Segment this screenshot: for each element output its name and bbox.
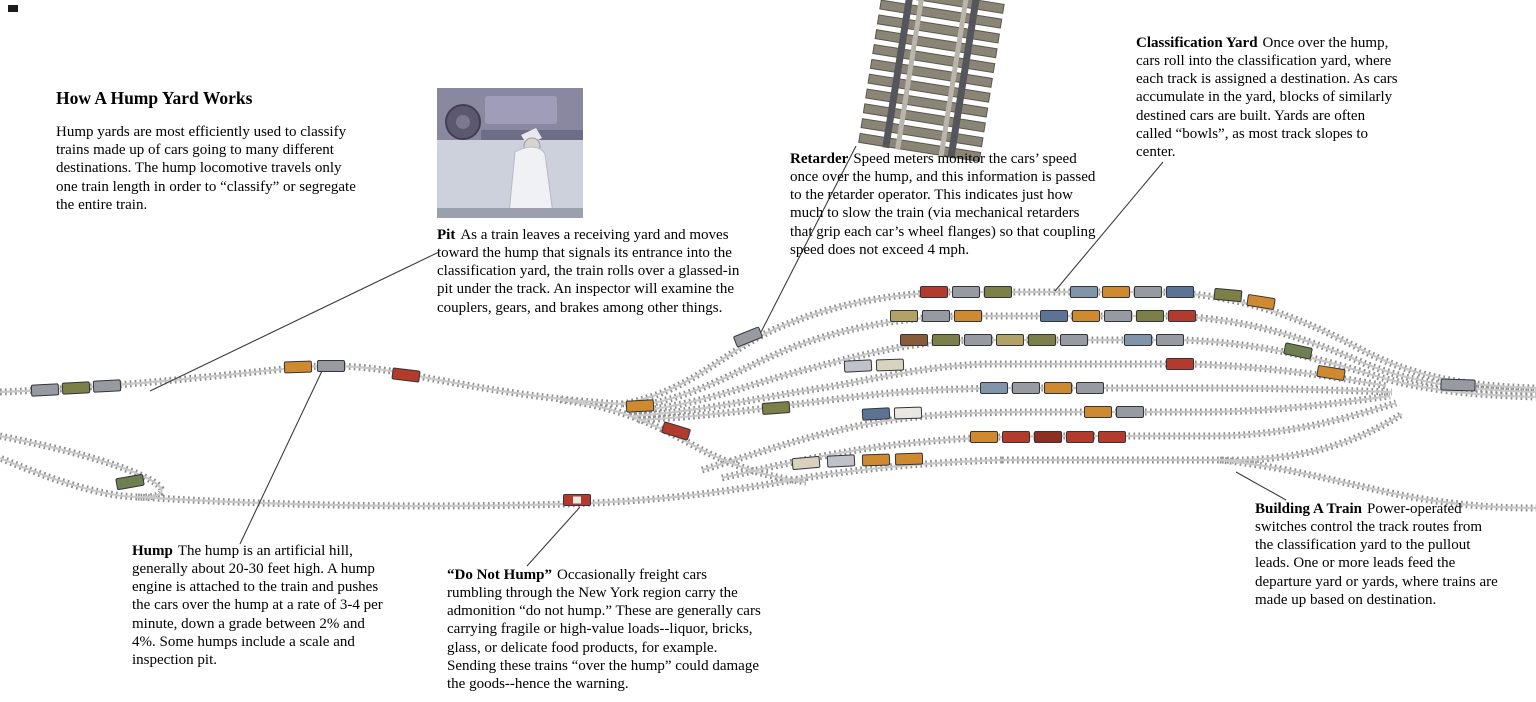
page-title: How A Hump Yard Works <box>56 88 253 108</box>
building-a-train-callout-text: Power-operated switches control the trac… <box>1255 501 1498 608</box>
train-car <box>61 381 91 395</box>
train-car <box>661 421 691 441</box>
train-car <box>1440 378 1476 392</box>
callout-leader-line <box>1235 471 1287 501</box>
train-car <box>1028 334 1056 346</box>
train-car <box>843 359 873 373</box>
train-car <box>954 310 982 322</box>
train-car <box>1168 310 1196 322</box>
train-car <box>890 310 918 322</box>
pit-inspection-illustration <box>437 88 583 218</box>
train-car <box>1102 286 1130 298</box>
do-not-hump-callout-label: “Do Not Hump” <box>447 567 553 583</box>
hump-callout-text: The hump is an artificial hill, generall… <box>132 543 383 668</box>
train-car <box>1060 334 1088 346</box>
train-car <box>1076 382 1104 394</box>
train-car <box>1166 358 1194 370</box>
page-mark <box>8 5 18 12</box>
train-car <box>733 326 763 348</box>
train-cars <box>30 286 1476 506</box>
train-car <box>1213 287 1243 303</box>
intro-block: How A Hump Yard Works Hump yards are mos… <box>56 88 358 214</box>
train-car <box>625 399 655 413</box>
train-car <box>1136 310 1164 322</box>
do-not-hump-callout-text: Occasionally freight cars rumbling throu… <box>447 567 761 692</box>
train-car <box>563 494 591 506</box>
train-car <box>1040 310 1068 322</box>
train-car <box>900 334 928 346</box>
train-car <box>30 383 60 397</box>
callout-leader-line <box>757 145 857 339</box>
callout-leader-line <box>526 506 581 567</box>
train-car <box>952 286 980 298</box>
callout-leader-line <box>239 370 323 545</box>
train-car <box>970 431 998 443</box>
train-car <box>893 406 923 420</box>
train-car <box>317 360 345 372</box>
train-car <box>283 360 313 374</box>
train-car <box>1283 342 1313 360</box>
train-car <box>964 334 992 346</box>
train-car <box>932 334 960 346</box>
train-car <box>1246 294 1276 310</box>
callout-leader-line <box>149 251 440 392</box>
train-car <box>894 452 924 466</box>
train-car <box>1316 365 1346 381</box>
train-car <box>1098 431 1126 443</box>
train-car <box>980 382 1008 394</box>
train-car <box>875 358 905 372</box>
callout-leader-line <box>1054 161 1164 292</box>
train-car <box>1066 431 1094 443</box>
train-car <box>922 310 950 322</box>
train-car <box>1124 334 1152 346</box>
train-car <box>1002 431 1030 443</box>
classification-yard-callout-label: Classification Yard <box>1136 35 1258 51</box>
train-car <box>1116 406 1144 418</box>
train-car <box>920 286 948 298</box>
retarder-callout-text: Speed meters monitor the cars’ speed onc… <box>790 151 1096 258</box>
retarder-closeup-illustration <box>858 0 1005 163</box>
classification-yard-callout-text: Once over the hump, cars roll into the c… <box>1136 35 1398 160</box>
do-not-hump-callout: “Do Not Hump”Occasionally freight cars r… <box>447 566 765 693</box>
building-a-train-callout-label: Building A Train <box>1255 501 1362 517</box>
train-car <box>1134 286 1162 298</box>
train-car <box>761 401 791 415</box>
leader-lines <box>149 145 1287 567</box>
train-car <box>791 455 821 471</box>
pit-callout-text: As a train leaves a receiving yard and m… <box>437 227 740 316</box>
train-car <box>1070 286 1098 298</box>
intro-text: Hump yards are most efficiently used to … <box>56 124 356 213</box>
train-car <box>1044 382 1072 394</box>
train-car <box>861 407 891 421</box>
train-car <box>984 286 1012 298</box>
train-car <box>92 379 122 393</box>
train-car <box>1156 334 1184 346</box>
train-car <box>391 367 421 383</box>
train-car <box>1084 406 1112 418</box>
train-car <box>1012 382 1040 394</box>
train-car <box>115 473 145 491</box>
retarder-callout-label: Retarder <box>790 151 849 167</box>
train-car <box>1072 310 1100 322</box>
train-car <box>1104 310 1132 322</box>
train-car <box>1034 431 1062 443</box>
train-car <box>861 453 891 467</box>
pit-callout-label: Pit <box>437 227 456 243</box>
train-car <box>826 454 856 468</box>
train-car <box>996 334 1024 346</box>
hump-callout-label: Hump <box>132 543 173 559</box>
train-car <box>1166 286 1194 298</box>
